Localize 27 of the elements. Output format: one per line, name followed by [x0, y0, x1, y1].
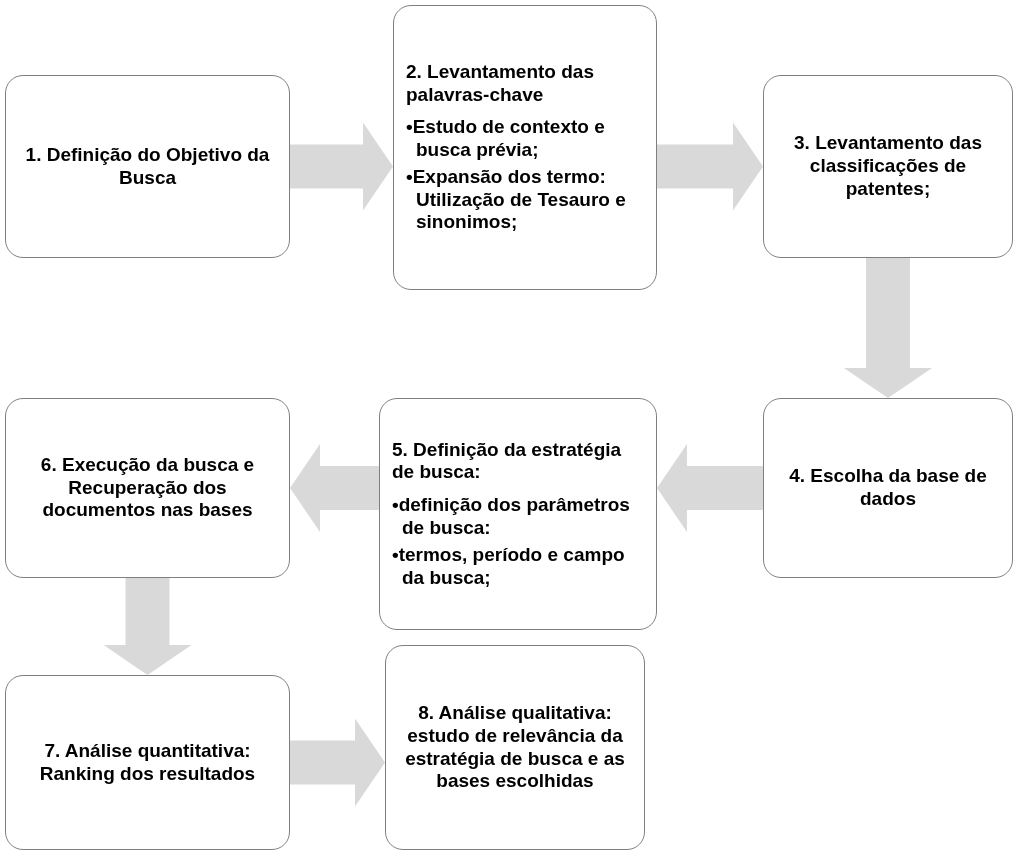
bullet-item: •termos, período e campo da busca;	[392, 543, 626, 590]
block-arrow	[290, 444, 379, 532]
bullet-item: •Estudo de contexto e busca prévia;	[406, 116, 606, 162]
process-box	[5, 675, 290, 850]
step-title: 3. Levantamento das classificações de patentes;	[793, 132, 983, 201]
bullet-item: •Expansão dos termo: Utilização de Tesauro e sinonimos;	[406, 165, 627, 235]
step-title: 1. Definição do Objetivo da Busca	[24, 143, 271, 190]
process-box	[393, 5, 657, 290]
block-arrow	[657, 444, 763, 532]
process-box	[763, 75, 1013, 258]
process-box	[385, 645, 645, 850]
block-arrow	[657, 122, 763, 211]
process-box	[5, 398, 290, 578]
step-title: 7. Análise quantitativa: Ranking dos resultados	[38, 739, 257, 786]
block-arrow	[290, 718, 385, 807]
process-box	[5, 75, 290, 258]
process-box	[379, 398, 657, 630]
bullet-item: •definição dos parâmetros de busca:	[392, 494, 631, 540]
step-title: 8. Análise qualitativa: estudo de relevância da estratégia de busca e as bases escolhidas	[404, 701, 626, 794]
process-box	[763, 398, 1013, 578]
block-arrow	[103, 578, 192, 675]
step-title: 6. Execução da busca e Recuperação dos documentos nas bases	[39, 453, 256, 523]
block-arrow	[844, 258, 932, 398]
step-title: 5. Definição da estratégia de busca:	[392, 438, 623, 485]
block-arrow	[290, 122, 393, 211]
step-title: 4. Escolha da base de dados	[788, 465, 988, 511]
step-title: 2. Levantamento das palavras-chave	[406, 60, 595, 107]
